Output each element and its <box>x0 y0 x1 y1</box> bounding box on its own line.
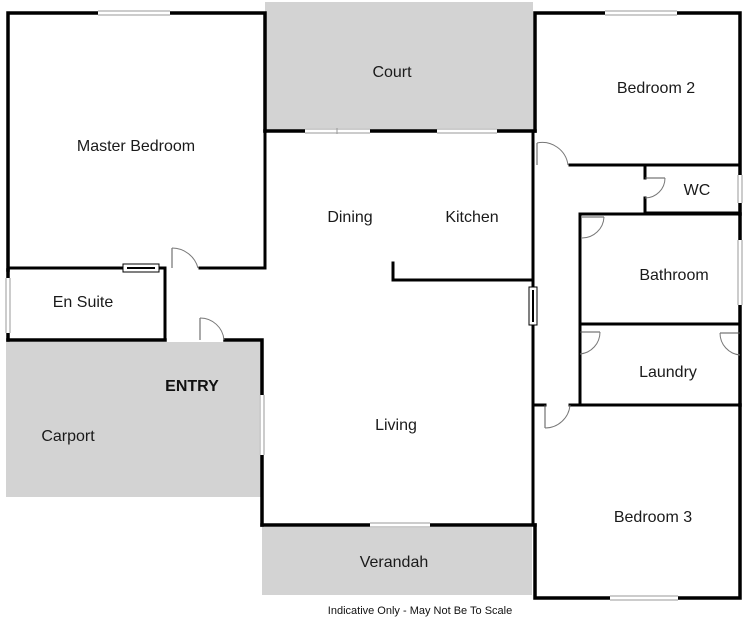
room-labels: Master Bedroom Court Bedroom 2 WC Dining… <box>41 64 710 571</box>
window <box>737 240 743 305</box>
door <box>544 404 571 429</box>
window <box>5 278 11 333</box>
window <box>437 128 497 134</box>
door <box>536 142 569 166</box>
disclaimer-note: Indicative Only - May Not Be To Scale <box>328 605 512 617</box>
room-label-en-suite: En Suite <box>53 294 114 311</box>
verandah-area <box>262 527 532 595</box>
window <box>605 10 677 16</box>
room-label-bathroom: Bathroom <box>639 267 708 284</box>
outdoor-areas <box>6 2 533 595</box>
room-label-master-bedroom: Master Bedroom <box>77 138 195 155</box>
interior-walls <box>6 129 742 527</box>
door <box>171 247 199 269</box>
cavity-doors <box>122 263 538 326</box>
room-label-wc: WC <box>684 182 711 199</box>
room-label-bedroom-3: Bedroom 3 <box>614 509 692 526</box>
window <box>370 522 430 528</box>
door <box>644 177 666 199</box>
room-label-entry: ENTRY <box>165 378 219 395</box>
room-label-court: Court <box>372 64 412 81</box>
door <box>579 331 601 355</box>
entry-door <box>199 317 225 341</box>
room-label-verandah: Verandah <box>360 554 429 571</box>
room-label-bedroom-2: Bedroom 2 <box>617 80 695 97</box>
window <box>98 10 170 16</box>
room-label-kitchen: Kitchen <box>445 209 498 226</box>
room-label-laundry: Laundry <box>639 364 697 381</box>
windows <box>5 10 743 601</box>
door <box>719 332 741 356</box>
court-area <box>265 2 533 130</box>
window <box>610 595 678 601</box>
carport-area <box>6 342 262 497</box>
room-label-living: Living <box>375 417 417 434</box>
window <box>737 175 743 203</box>
swing-doors <box>171 142 741 429</box>
room-label-carport: Carport <box>41 428 95 445</box>
sliding-door <box>305 128 370 134</box>
room-label-dining: Dining <box>327 209 372 226</box>
door <box>581 216 605 239</box>
window <box>259 395 265 455</box>
